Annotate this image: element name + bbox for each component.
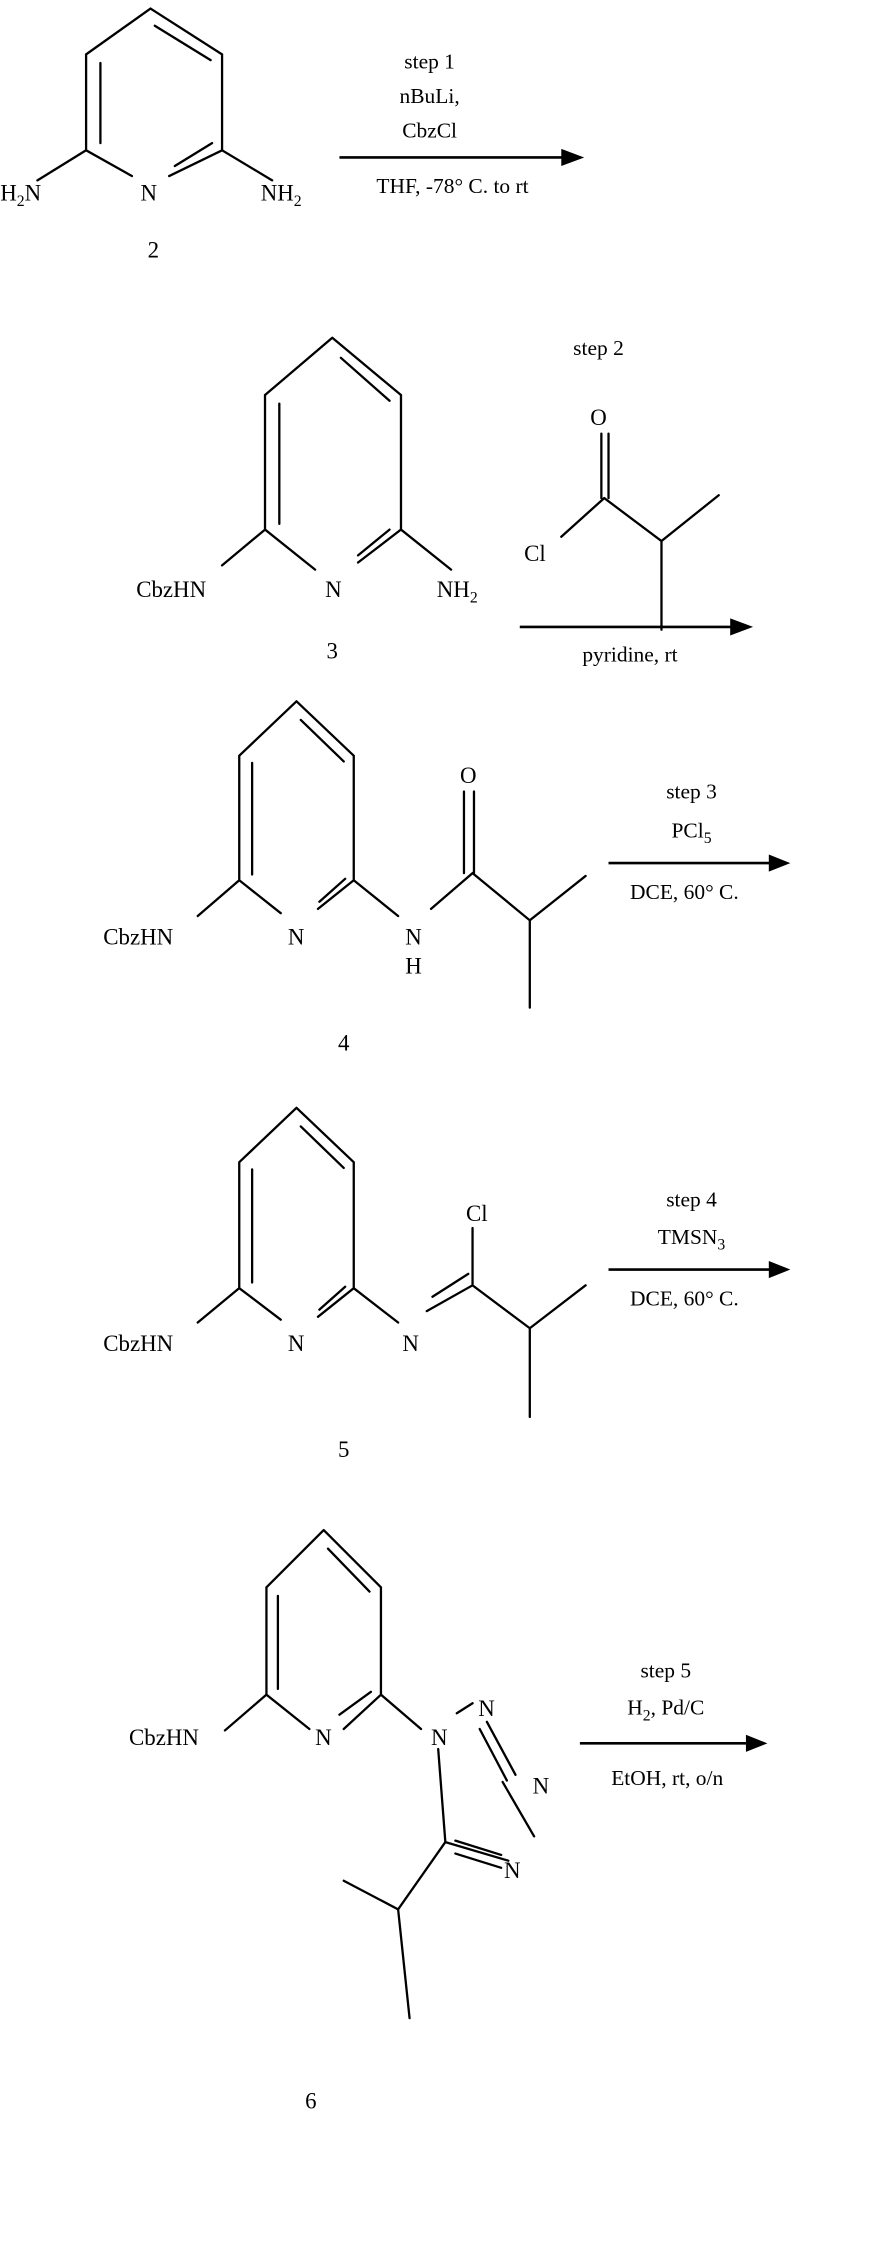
step-1-arrow: step 1 nBuLi, CbzCl THF, -78° C. to rt [339,50,585,198]
compound-label-6: 6 [305,2088,316,2113]
tetrazole-n3-label: N [533,1773,550,1798]
compound-label-2: 2 [148,238,159,263]
amine-right-label: NH2 [261,180,302,210]
tetrazole-n4-label: N [504,1858,521,1883]
step-4-name: step 4 [666,1188,717,1212]
arrowhead-icon [745,1734,768,1752]
compound-4: CbzHN N N H O 4 [103,700,587,1056]
cbzhn-label: CbzHN [103,1331,173,1356]
compound-5: CbzHN N N Cl 5 [103,1106,587,1462]
carbonyl-o-label: O [590,405,607,430]
carbonyl-o-label: O [460,763,477,788]
compound-2: H2N N NH2 2 [0,7,302,263]
ring-n-label: N [288,1331,305,1356]
compound-label-3: 3 [327,638,338,663]
step-1-reagent-1: nBuLi, [400,84,460,108]
imine-n-label: N [402,1331,419,1356]
step-1-conditions: THF, -78° C. to rt [376,174,528,198]
cbzhn-label: CbzHN [136,577,206,602]
arrowhead-icon [768,854,791,872]
arrowhead-icon [768,1260,791,1279]
step-3-arrow: step 3 PCl5 DCE, 60° C. [608,780,791,904]
step-4-arrow: step 4 TMSN3 DCE, 60° C. [608,1188,791,1310]
compound-6: CbzHN N N N N N 6 [129,1528,550,2113]
arrowhead-icon [561,148,585,167]
amine-left-label: H2N [0,180,41,210]
cbzhn-label: CbzHN [129,1725,199,1750]
amide-n-label: N [405,925,422,950]
amine-right-label: NH2 [437,577,478,607]
compound-label-5: 5 [338,1437,349,1462]
ring-n-label: N [315,1725,332,1750]
amide-h-label: H [405,953,422,978]
tetrazole-n2-label: N [478,1696,495,1721]
ring-n-label: N [288,925,305,950]
compound-label-4: 4 [338,1031,350,1056]
ring-n-label: N [325,577,342,602]
step-5-name: step 5 [640,1658,691,1682]
arrowhead-icon [730,618,754,636]
chloro-label: Cl [466,1201,488,1226]
step-2-arrow: step 2 O Cl pyridine, rt [519,336,754,666]
step-3-conditions: DCE, 60° C. [630,880,739,904]
compound-3: CbzHN N NH2 3 [136,336,478,663]
step-2-conditions: pyridine, rt [582,642,677,666]
tetrazole-n1-label: N [431,1725,448,1750]
step-4-reagent: TMSN3 [658,1225,726,1254]
step-5-reagent: H2, Pd/C [627,1696,704,1725]
step-1-name: step 1 [404,50,455,74]
step-4-conditions: DCE, 60° C. [630,1286,739,1310]
step-5-arrow: step 5 H2, Pd/C EtOH, rt, o/n [579,1658,768,1790]
step-2-name: step 2 [573,336,624,360]
step-5-conditions: EtOH, rt, o/n [611,1766,723,1790]
cbzhn-label: CbzHN [103,925,173,950]
step-1-reagent-2: CbzCl [402,118,457,142]
step-3-name: step 3 [666,780,717,804]
ring-n-label: N [140,180,157,205]
chloro-label: Cl [524,541,546,566]
step-3-reagent: PCl5 [671,818,711,847]
